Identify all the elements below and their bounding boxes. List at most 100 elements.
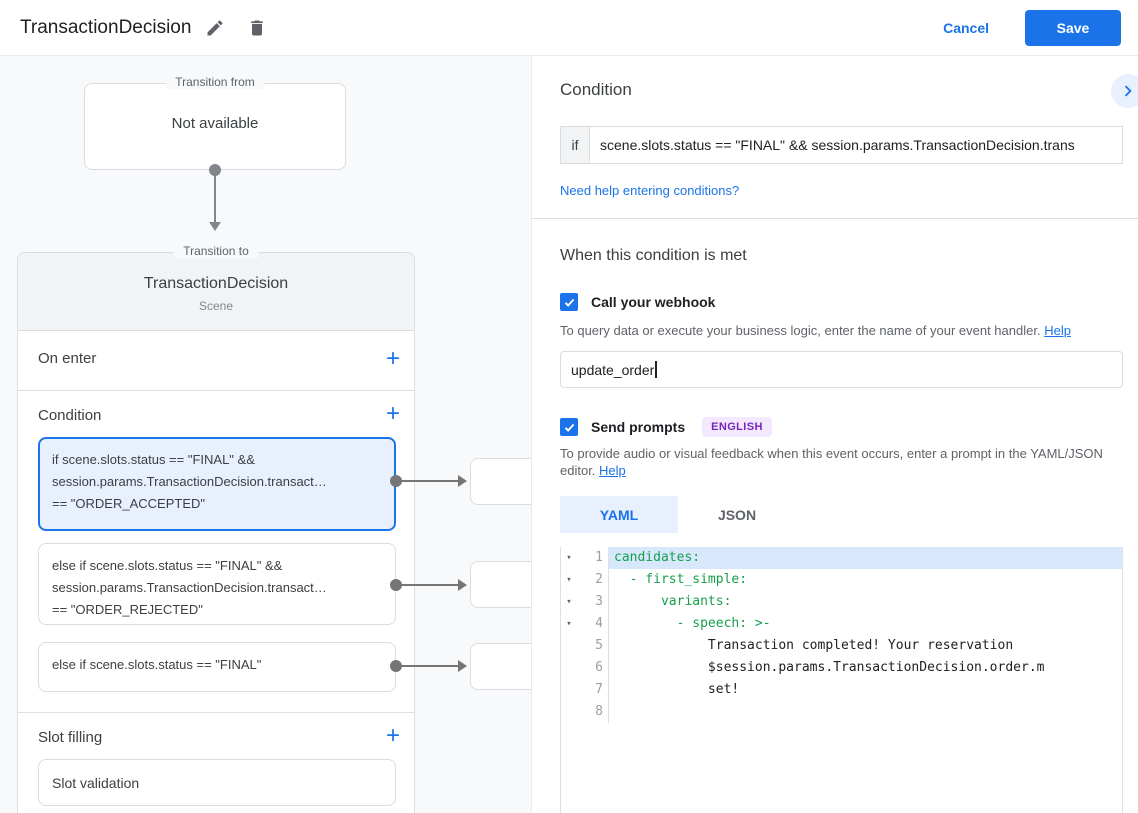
delete-button[interactable] (239, 10, 275, 46)
fold-arrow-icon[interactable]: ▾ (566, 619, 572, 629)
condition-text: == "ORDER_REJECTED" (52, 602, 203, 617)
on-enter-label: On enter (38, 350, 97, 367)
text-caret (655, 361, 657, 378)
webhook-description: To query data or execute your business l… (560, 323, 1071, 339)
code-line: ▾2 - first_simple: (561, 569, 1122, 591)
editor-format-tabs: YAML JSON (560, 496, 796, 533)
arrow-right-icon (458, 660, 467, 672)
call-webhook-label: Call your webhook (591, 294, 716, 310)
tab-yaml[interactable]: YAML (560, 496, 678, 533)
on-enter-section: On enter + (18, 331, 414, 391)
scene-subtitle: Scene (198, 299, 234, 313)
top-bar: TransactionDecision Cancel Save (0, 0, 1138, 56)
slot-validation-label: Slot validation (52, 774, 140, 791)
code-line: ▾1 candidates: (561, 547, 1122, 569)
fold-arrow-icon[interactable]: ▾ (566, 575, 572, 585)
check-icon (564, 298, 574, 307)
condition-detail-panel: Condition if scene.slots.status == "FINA… (531, 56, 1138, 813)
scene-card-header: TransactionDecision Scene (18, 253, 414, 331)
check-icon (564, 423, 574, 432)
code-text: Transaction completed! Your reservation (614, 638, 1014, 653)
slot-filling-label: Slot filling (38, 729, 103, 746)
chevron-right-icon (1124, 85, 1132, 97)
line-number: 5 (595, 638, 603, 653)
transition-to-card: Transition to TransactionDecision Scene … (17, 244, 415, 813)
connector-line (396, 665, 458, 667)
fold-spacer (561, 657, 577, 679)
send-prompts-label: Send prompts (591, 419, 686, 435)
condition-text: == "ORDER_ACCEPTED" (52, 496, 205, 511)
fold-arrow-icon[interactable]: ▾ (566, 553, 572, 563)
code-text (609, 701, 1122, 723)
code-line: 7 set! (561, 679, 1122, 701)
transition-from-box: Transition from Not available (84, 75, 346, 170)
call-webhook-checkbox[interactable] (560, 293, 578, 311)
section-divider (18, 712, 414, 713)
condition-text: else if scene.slots.status == "FINAL" (52, 657, 262, 672)
condition-text: else if scene.slots.status == "FINAL" && (52, 558, 283, 573)
prompts-help-link[interactable]: Help (599, 463, 626, 478)
transition-target-box[interactable] (470, 458, 531, 505)
cancel-button[interactable]: Cancel (943, 19, 989, 36)
call-webhook-row: Call your webhook (560, 293, 715, 311)
webhook-description-text: To query data or execute your business l… (560, 323, 1041, 338)
page-title: TransactionDecision (20, 16, 192, 38)
webhook-help-link[interactable]: Help (1044, 323, 1071, 338)
fold-spacer (561, 635, 577, 657)
slot-validation-card[interactable]: Slot validation (38, 759, 396, 806)
save-button[interactable]: Save (1025, 9, 1121, 46)
transition-to-legend: Transition to (174, 244, 258, 258)
send-prompts-row: Send prompts ENGLISH (560, 417, 772, 437)
condition-text: session.params.TransactionDecision.trans… (52, 474, 327, 489)
arrow-down-icon (209, 222, 221, 231)
if-prefix: if (560, 126, 589, 164)
line-number: 3 (595, 594, 603, 609)
transition-target-box[interactable] (470, 643, 531, 690)
add-on-enter-button[interactable]: + (385, 345, 400, 372)
add-condition-button[interactable]: + (385, 400, 400, 427)
connector-line (396, 480, 458, 482)
connector-dot (390, 579, 402, 591)
condition-card-rejected[interactable]: else if scene.slots.status == "FINAL" &&… (38, 543, 396, 625)
condition-expression-input[interactable]: scene.slots.status == "FINAL" && session… (589, 126, 1123, 164)
line-number: 7 (595, 682, 603, 697)
add-slot-button[interactable]: + (385, 722, 400, 749)
code-text: variants: (614, 594, 732, 609)
code-text: set! (614, 682, 740, 697)
scene-title: TransactionDecision (143, 275, 289, 292)
connector-line (396, 584, 458, 586)
line-number: 4 (595, 616, 603, 631)
panel-divider (532, 218, 1138, 219)
condition-section-label: Condition (38, 407, 102, 424)
conditions-help-link[interactable]: Need help entering conditions? (560, 183, 740, 198)
condition-text: session.params.TransactionDecision.trans… (52, 580, 327, 595)
event-handler-input[interactable]: update_order (560, 351, 1123, 388)
condition-card-accepted[interactable]: if scene.slots.status == "FINAL" && sess… (38, 437, 396, 531)
code-text: candidates: (609, 547, 1122, 569)
prompts-description-text: To provide audio or visual feedback when… (560, 446, 1103, 478)
send-prompts-checkbox[interactable] (560, 418, 578, 436)
code-line: 5 Transaction completed! Your reservatio… (561, 635, 1122, 657)
flow-canvas: Transition from Not available Transition… (0, 56, 531, 813)
language-badge: ENGLISH (702, 417, 772, 437)
prompt-code-editor[interactable]: ▾1 candidates: ▾2 - first_simple: ▾ 3 var… (560, 547, 1123, 813)
connector-dot (390, 475, 402, 487)
condition-text: if scene.slots.status == "FINAL" && (52, 452, 255, 467)
condition-expression-row: if scene.slots.status == "FINAL" && sess… (560, 126, 1123, 164)
pencil-icon (207, 19, 223, 35)
when-condition-title: When this condition is met (560, 247, 747, 264)
fold-arrow-icon[interactable]: ▾ (566, 597, 572, 607)
tab-json[interactable]: JSON (717, 506, 757, 523)
prompts-description: To provide audio or visual feedback when… (560, 445, 1116, 479)
code-line: 8 (561, 701, 1122, 723)
connector-dot (390, 660, 402, 672)
condition-card-final[interactable]: else if scene.slots.status == "FINAL" (38, 642, 396, 692)
connector-line (214, 170, 216, 222)
code-line: 6 $session.params.TransactionDecision.or… (561, 657, 1122, 679)
trash-icon (251, 20, 264, 35)
collapse-panel-button[interactable] (1111, 74, 1138, 108)
code-text: $session.params.TransactionDecision.orde… (614, 660, 1045, 675)
transition-target-box[interactable] (470, 561, 531, 608)
edit-button[interactable] (197, 10, 233, 46)
